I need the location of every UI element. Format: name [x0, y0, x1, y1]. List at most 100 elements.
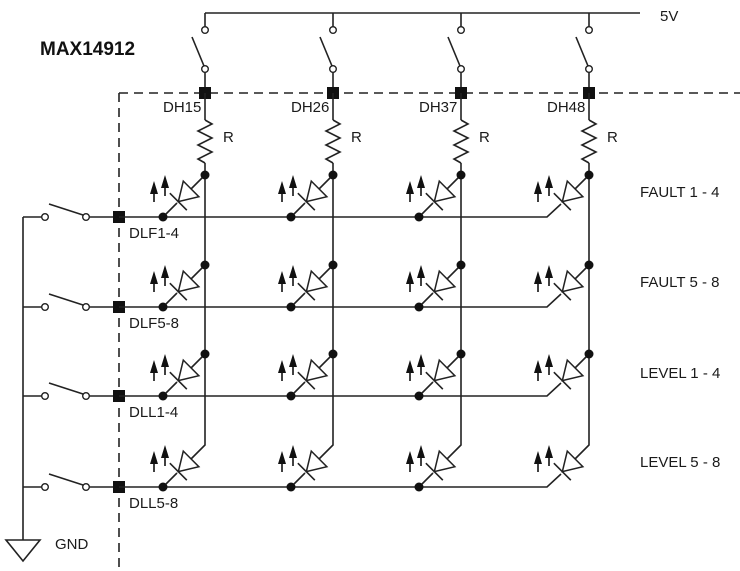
diode-triangle	[305, 179, 329, 203]
switch-contact	[200, 64, 209, 73]
light-arrow-head	[406, 181, 414, 194]
diode-cathode-bar	[297, 462, 316, 481]
diode-triangle	[433, 449, 457, 473]
high-side-switch-icon	[191, 26, 209, 73]
light-arrow-head	[289, 265, 297, 278]
junction-dot	[286, 212, 296, 222]
low-side-switch-icon	[41, 382, 90, 401]
diode-triangle	[561, 358, 585, 382]
junction-dot	[414, 391, 424, 401]
light-arrow-head	[417, 175, 425, 188]
row-bus	[119, 203, 562, 218]
led-icon	[150, 175, 201, 211]
resistor-icon	[580, 119, 598, 164]
resistor-label: R	[351, 129, 362, 146]
junction-dot	[414, 482, 424, 492]
led-cell	[406, 260, 466, 312]
light-arrow-head	[534, 451, 542, 464]
led-icon	[150, 265, 201, 301]
junction-dot	[286, 391, 296, 401]
high-side-switch-icon	[447, 26, 466, 73]
diode-cathode-bar	[425, 371, 444, 390]
junction-dot	[286, 302, 296, 312]
light-arrow-head	[417, 354, 425, 367]
pin-label-dll5-8: DLL5-8	[129, 495, 178, 512]
junction-dot	[456, 349, 466, 359]
diode-cathode-bar	[425, 282, 444, 301]
diode-cathode-bar	[553, 371, 572, 390]
led-cell	[534, 445, 585, 481]
led-cell	[406, 349, 466, 401]
led-icon	[278, 354, 329, 390]
diode-cathode-bar	[169, 192, 188, 211]
led-icon	[150, 445, 201, 481]
light-arrow-head	[534, 271, 542, 284]
light-arrow-head	[534, 360, 542, 373]
led-cell	[406, 445, 457, 492]
resistor-label: R	[223, 129, 234, 146]
junction-dot	[158, 482, 168, 492]
junction-dot	[328, 349, 338, 359]
junction-dot	[286, 482, 296, 492]
led-cell	[534, 260, 594, 301]
chip-title: MAX14912	[40, 39, 135, 60]
switch-lever	[319, 36, 333, 67]
pin-label-dlf1-4: DLF1-4	[129, 225, 179, 242]
junction-dot	[328, 260, 338, 270]
row-bus	[119, 293, 562, 308]
diode-cathode-bar	[553, 462, 572, 481]
column-bus	[190, 163, 206, 460]
diode-cathode-bar	[425, 192, 444, 211]
row-bus	[119, 382, 562, 397]
led-cell	[150, 445, 201, 492]
resistor-icon	[196, 119, 214, 164]
resistor-label: R	[479, 129, 490, 146]
switch-contact	[81, 392, 90, 401]
led-cell	[534, 170, 594, 211]
pin-label-dll1-4: DLL1-4	[129, 404, 178, 421]
led-cell	[150, 260, 210, 312]
switch-contact	[585, 64, 594, 73]
column-bus	[446, 163, 462, 460]
junction-dot	[200, 349, 210, 359]
light-arrow-head	[545, 175, 553, 188]
pin-label-dlf5-8: DLF5-8	[129, 315, 179, 332]
led-icon	[278, 175, 329, 211]
junction-dot	[584, 260, 594, 270]
switch-contact	[457, 26, 466, 35]
pin-label-dh37: DH37	[419, 99, 457, 116]
diode-triangle	[433, 358, 457, 382]
light-arrow-head	[161, 265, 169, 278]
junction-dot	[158, 302, 168, 312]
led-cell	[278, 170, 338, 222]
ground-symbol-icon	[4, 539, 42, 563]
low-side-switch-icon	[41, 473, 90, 492]
ground-label: GND	[55, 536, 89, 553]
led-cell	[278, 349, 338, 401]
led-cell	[150, 170, 210, 222]
light-arrow-head	[278, 271, 286, 284]
light-arrow-head	[278, 181, 286, 194]
switch-lever	[48, 203, 84, 216]
led-cell	[534, 349, 594, 390]
diode-cathode-bar	[297, 371, 316, 390]
junction-dot	[414, 212, 424, 222]
switch-contact	[329, 64, 338, 73]
switch-lever	[48, 293, 84, 306]
led-icon	[278, 265, 329, 301]
led-cell	[278, 260, 338, 312]
switch-lever	[191, 36, 205, 67]
junction-dot	[414, 302, 424, 312]
junction-dot	[158, 212, 168, 222]
diode-triangle	[433, 269, 457, 293]
led-icon	[150, 354, 201, 390]
light-arrow-head	[545, 265, 553, 278]
light-arrow-head	[161, 354, 169, 367]
light-arrow-head	[417, 445, 425, 458]
switch-contact	[329, 26, 338, 35]
low-side-switch-icon	[41, 293, 90, 312]
diode-cathode-bar	[169, 371, 188, 390]
